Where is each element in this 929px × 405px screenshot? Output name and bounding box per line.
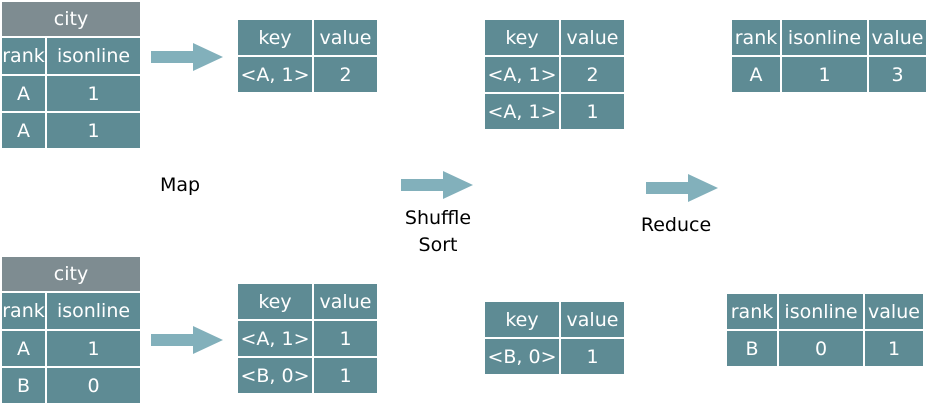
shuffle-label: Shuffle <box>404 207 472 229</box>
table-cell: A <box>0 74 47 113</box>
column-header: isonline <box>780 18 869 57</box>
column-header: key <box>236 18 314 57</box>
shuffle-sort-label: Shuffle Sort <box>396 205 480 259</box>
table-cell: 2 <box>559 55 626 94</box>
table-title: city <box>0 255 143 293</box>
input-table-top: city rank isonline A 1 A 1 <box>0 0 143 150</box>
table-row: A 1 <box>0 74 143 113</box>
table-row: <B, 0> 1 <box>236 356 379 395</box>
table-cell: A <box>730 55 782 94</box>
table-cell: 1 <box>863 329 925 368</box>
shuffle-table-bottom: key value <B, 0> 1 <box>483 300 626 376</box>
shuffle-table-top: key value <A, 1> 2 <A, 1> 1 <box>483 18 626 131</box>
column-header: value <box>312 18 379 57</box>
arrow-right-icon <box>646 174 718 202</box>
table-cell: <B, 0> <box>236 356 314 395</box>
reduce-label: Reduce <box>640 214 712 236</box>
column-header: value <box>312 282 379 321</box>
map-output-table-top: key value <A, 1> 2 <box>236 18 379 94</box>
table-row: <A, 1> 2 <box>483 55 626 94</box>
table-cell: <A, 1> <box>483 92 561 131</box>
column-header: value <box>559 300 626 339</box>
table-cell: 1 <box>44 329 143 368</box>
map-label: Map <box>159 174 201 196</box>
arrow-right-icon <box>151 326 223 354</box>
column-header: rank <box>0 291 47 331</box>
input-table-bottom: city rank isonline A 1 B 0 <box>0 255 143 405</box>
table-cell: A <box>0 111 47 150</box>
column-header: rank <box>730 18 782 57</box>
table-row: A 1 3 <box>730 55 928 94</box>
table-cell: 1 <box>312 356 379 395</box>
column-header: value <box>863 292 925 331</box>
column-header: rank <box>0 36 47 76</box>
table-row: A 1 <box>0 111 143 150</box>
table-cell: 2 <box>312 55 379 94</box>
table-row: B 0 1 <box>725 329 925 368</box>
table-cell: 1 <box>559 92 626 131</box>
table-cell: 3 <box>867 55 928 94</box>
table-row: <A, 1> 1 <box>483 92 626 131</box>
table-cell: 1 <box>559 337 626 376</box>
reduce-output-table-top: rank isonline value A 1 3 <box>730 18 928 94</box>
column-header: key <box>483 300 561 339</box>
table-cell: B <box>0 366 47 405</box>
column-header: isonline <box>44 291 143 331</box>
column-header: rank <box>725 292 779 331</box>
column-header: isonline <box>777 292 865 331</box>
table-cell: <A, 1> <box>236 55 314 94</box>
reduce-output-table-bottom: rank isonline value B 0 1 <box>725 292 925 368</box>
table-cell: 1 <box>780 55 869 94</box>
column-header: key <box>483 18 561 57</box>
table-row: <A, 1> 1 <box>236 319 379 358</box>
table-cell: 1 <box>44 111 143 150</box>
column-header: value <box>867 18 928 57</box>
arrow-right-icon <box>151 43 223 71</box>
table-row: A 1 <box>0 329 143 368</box>
table-cell: 0 <box>44 366 143 405</box>
table-row: B 0 <box>0 366 143 405</box>
column-header: isonline <box>44 36 143 76</box>
arrow-right-icon <box>401 171 473 199</box>
table-cell: <A, 1> <box>236 319 314 358</box>
table-cell: <A, 1> <box>483 55 561 94</box>
table-cell: 0 <box>777 329 865 368</box>
table-cell: 1 <box>44 74 143 113</box>
table-cell: 1 <box>312 319 379 358</box>
column-header: key <box>236 282 314 321</box>
table-cell: B <box>725 329 779 368</box>
map-output-table-bottom: key value <A, 1> 1 <B, 0> 1 <box>236 282 379 395</box>
column-header: value <box>559 18 626 57</box>
table-row: <B, 0> 1 <box>483 337 626 376</box>
table-cell: A <box>0 329 47 368</box>
sort-label: Sort <box>418 234 458 256</box>
table-title: city <box>0 0 143 38</box>
table-row: <A, 1> 2 <box>236 55 379 94</box>
table-cell: <B, 0> <box>483 337 561 376</box>
